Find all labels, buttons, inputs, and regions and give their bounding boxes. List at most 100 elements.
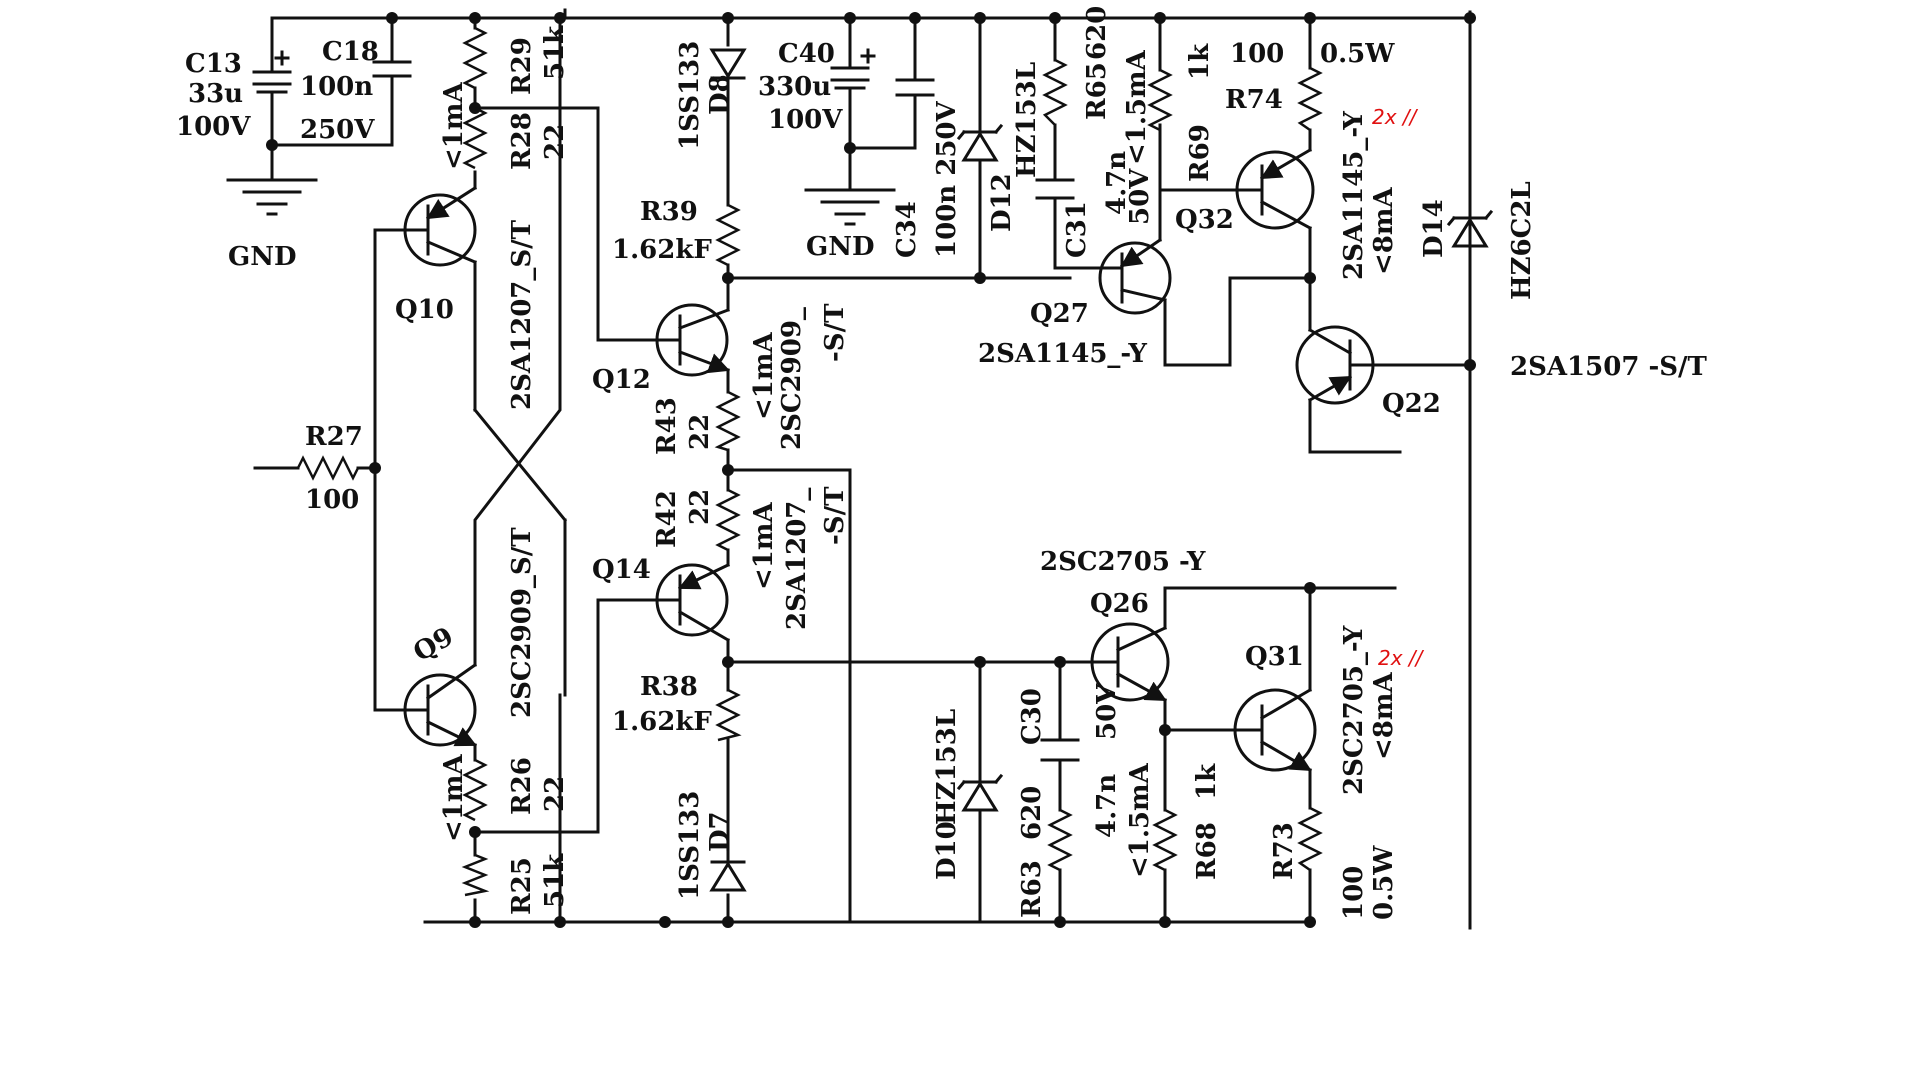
resistor-r27-body bbox=[296, 455, 360, 481]
r39-ref: R39 bbox=[640, 197, 698, 227]
r73-power: 0.5W bbox=[1369, 845, 1399, 920]
resistor-r25-body bbox=[461, 853, 490, 897]
d10-ref: D10 bbox=[932, 821, 962, 880]
parallel-note-bottom: 2x // bbox=[1378, 646, 1425, 670]
q22-part: 2SA1507 -S/T bbox=[1510, 352, 1708, 382]
q14-ref: Q14 bbox=[592, 555, 651, 585]
resistor-r69-body bbox=[1147, 68, 1173, 132]
r74-power: 0.5W bbox=[1320, 39, 1395, 69]
r73-value: 100 bbox=[1339, 866, 1369, 920]
r39-value: 1.62kF bbox=[612, 235, 712, 265]
gnd-label-left: GND bbox=[228, 242, 297, 272]
q32-part: 2SA1145_-Y bbox=[1339, 111, 1369, 280]
zener-d12-body bbox=[956, 123, 1004, 162]
r42-ref: R42 bbox=[652, 490, 682, 548]
capacitor-c18-body bbox=[372, 60, 412, 78]
r73-ref: R73 bbox=[1269, 822, 1299, 880]
r42-value: 22 bbox=[685, 489, 715, 525]
q12-part: 2SC2909_ bbox=[777, 307, 807, 450]
r68-ref: R68 bbox=[1192, 822, 1222, 880]
diode-d8-body bbox=[709, 48, 747, 80]
r43-current: <1mA bbox=[749, 332, 779, 420]
q12-ref: Q12 bbox=[592, 365, 651, 395]
resistor-r68-body bbox=[1152, 808, 1178, 872]
r28-value: 22 bbox=[540, 124, 570, 160]
resistor-r28-body bbox=[462, 106, 488, 170]
r25-value: 51k bbox=[540, 853, 570, 908]
r38-ref: R38 bbox=[640, 672, 698, 702]
c30-voltage: 50V bbox=[1092, 683, 1122, 740]
r68-value: 1k bbox=[1192, 763, 1222, 800]
c18-value: 100n bbox=[300, 72, 373, 102]
r63-current: <1.5mA bbox=[1125, 762, 1155, 878]
ground-symbol-mid bbox=[804, 188, 896, 226]
r74-ref: R74 bbox=[1225, 85, 1283, 115]
r63-value: 620 bbox=[1017, 786, 1047, 840]
resistor-r42-body bbox=[715, 488, 741, 552]
d8-part: 1SS133 bbox=[675, 41, 705, 150]
diode-d7-body bbox=[709, 860, 747, 892]
ground-symbol-left bbox=[226, 178, 318, 216]
q9-part: 2SC2909_S/T bbox=[507, 527, 537, 718]
transistor-q22-body bbox=[1295, 325, 1400, 405]
r25-ref: R25 bbox=[507, 857, 537, 915]
r28-current: <1mA bbox=[439, 82, 469, 170]
c40-value: 330u bbox=[758, 72, 831, 102]
c18-voltage: 250V bbox=[300, 115, 375, 145]
r65-ref: R65 bbox=[1082, 62, 1112, 120]
d12-part: HZ153L bbox=[1012, 62, 1042, 178]
transistor-q12-body bbox=[646, 303, 730, 377]
r69-ref: R69 bbox=[1185, 124, 1215, 182]
r63-ref: R63 bbox=[1017, 860, 1047, 918]
r27-ref: R27 bbox=[305, 422, 363, 452]
r74-value: 100 bbox=[1230, 39, 1284, 69]
r27-value: 100 bbox=[305, 485, 359, 515]
q10-ref: Q10 bbox=[395, 295, 454, 325]
c30-value: 4.7n bbox=[1092, 774, 1122, 838]
parallel-note-top: 2x // bbox=[1372, 105, 1419, 129]
c34-ref: C34 bbox=[892, 201, 922, 258]
zener-d10-body bbox=[956, 773, 1004, 812]
r26-current: <1mA bbox=[439, 754, 469, 842]
c13-voltage: 100V bbox=[176, 112, 251, 142]
r43-ref: R43 bbox=[652, 397, 682, 455]
zener-d14-body bbox=[1446, 209, 1494, 248]
d14-part: HZ6C2L bbox=[1507, 181, 1537, 300]
resistor-r65-body bbox=[1042, 58, 1068, 126]
resistor-r73-body bbox=[1297, 806, 1323, 872]
r38-value: 1.62kF bbox=[612, 707, 712, 737]
capacitor-c13-body bbox=[252, 50, 292, 94]
c40-ref: C40 bbox=[778, 39, 835, 69]
resistor-r39-body bbox=[715, 203, 741, 267]
wires bbox=[253, 8, 1472, 930]
r26-value: 22 bbox=[540, 776, 570, 812]
q27-ref: Q27 bbox=[1030, 299, 1089, 329]
resistor-r43-body bbox=[714, 390, 741, 452]
q14-suffix: -S/T bbox=[820, 486, 850, 545]
q31-part: 2SC2705_-Y bbox=[1339, 625, 1369, 795]
r65-value: 620 bbox=[1082, 6, 1112, 60]
d8-ref: D8 bbox=[705, 74, 735, 115]
d7-ref: D7 bbox=[705, 811, 735, 852]
transistor-q10-body bbox=[393, 185, 478, 267]
c13-ref: C13 bbox=[185, 49, 242, 79]
transistor-q14-body bbox=[646, 562, 731, 643]
resistor-r63-body bbox=[1047, 808, 1073, 872]
transistor-q32-body bbox=[1193, 147, 1315, 231]
q32-current: <8mA bbox=[1369, 187, 1399, 275]
transistor-q27-body bbox=[1096, 188, 1172, 315]
r42-current: <1mA bbox=[749, 502, 779, 590]
q27-part: 2SA1145_-Y bbox=[978, 339, 1147, 369]
resistor-r74-body bbox=[1297, 66, 1323, 132]
resistor-r26-body bbox=[462, 758, 488, 822]
q26-ref: Q26 bbox=[1090, 589, 1149, 619]
q14-part: 2SA1207_ bbox=[782, 488, 812, 630]
capacitor-c40-body bbox=[830, 48, 876, 90]
q26-part: 2SC2705 -Y bbox=[1040, 547, 1206, 577]
r65-current: <1.5mA bbox=[1122, 49, 1152, 165]
r29-value: 51k bbox=[540, 25, 570, 80]
d12-ref: D12 bbox=[987, 173, 1017, 232]
resistor-r29-body bbox=[462, 26, 488, 90]
c31-voltage: 50V bbox=[1125, 168, 1155, 225]
